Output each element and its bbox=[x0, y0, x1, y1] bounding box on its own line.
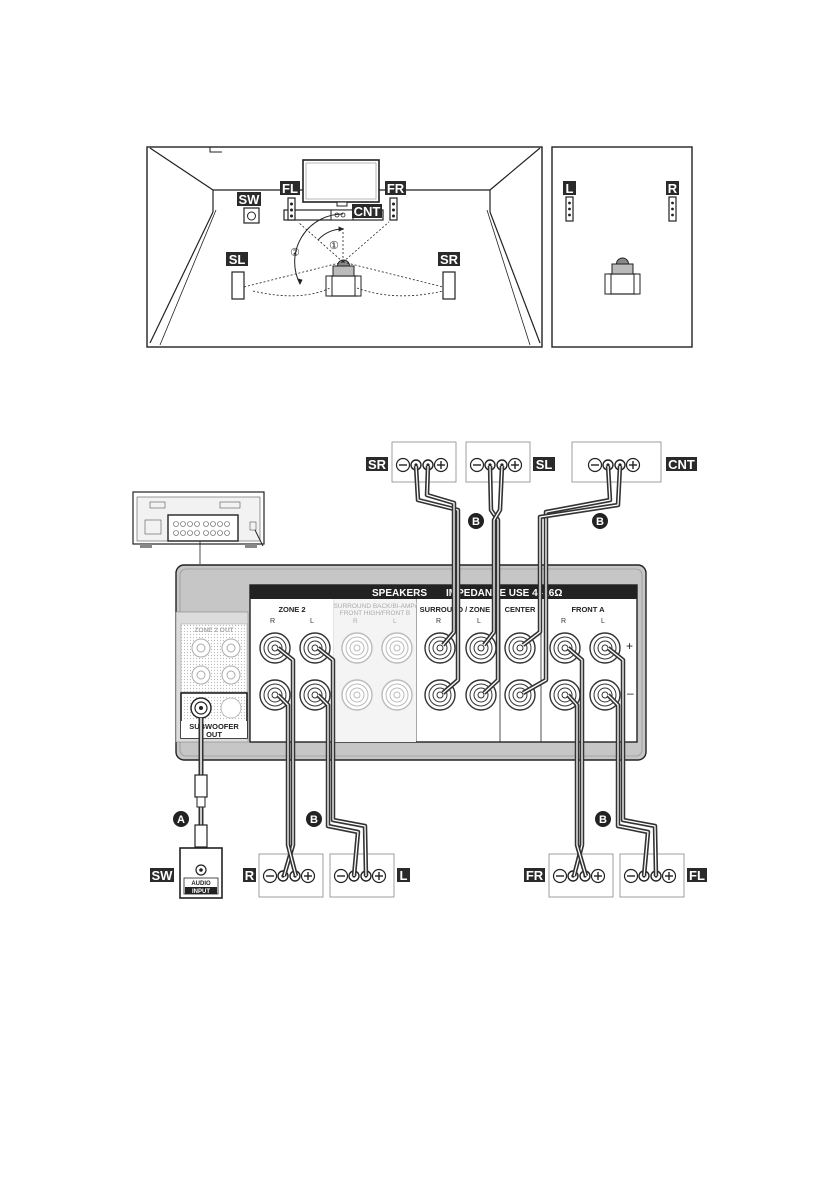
listener-chair-icon bbox=[325, 259, 362, 297]
zone2-out-label: ZONE 2 OUT bbox=[194, 627, 233, 634]
speaker-box-zone2-l bbox=[329, 853, 395, 898]
svg-text:A: A bbox=[177, 814, 185, 826]
speakers-header: SPEAKERS bbox=[372, 588, 427, 599]
plus-marker: + bbox=[626, 639, 633, 653]
front-high-label: FRONT HIGH/FRONT B bbox=[340, 610, 411, 617]
tag-zone2-l: L bbox=[397, 868, 410, 883]
svg-text:SW: SW bbox=[152, 868, 174, 883]
tv-icon bbox=[302, 159, 380, 207]
front-l-label: L bbox=[601, 618, 605, 625]
tag-fl-wiring: FL bbox=[687, 868, 707, 883]
tag-cnt: CNT bbox=[352, 204, 382, 219]
svg-text:FR: FR bbox=[526, 868, 544, 883]
audio-input-label-line2: INPUT bbox=[192, 889, 210, 895]
tag-fr: FR bbox=[385, 181, 406, 196]
svg-text:R: R bbox=[668, 181, 678, 196]
cable-label-b-zone2: B bbox=[306, 811, 322, 827]
right-speaker-icon bbox=[668, 196, 677, 222]
svg-text:SR: SR bbox=[440, 252, 459, 267]
left-speaker-icon bbox=[565, 196, 574, 222]
svg-text:CNT: CNT bbox=[668, 457, 695, 472]
speaker-box-fl bbox=[619, 853, 685, 898]
tag-sw-wiring: SW bbox=[150, 868, 174, 883]
speaker-box-cnt bbox=[571, 441, 662, 483]
svg-text:SL: SL bbox=[229, 252, 246, 267]
angle-guides bbox=[243, 213, 444, 297]
room-layout-2ch: L R bbox=[551, 146, 693, 348]
svg-text:B: B bbox=[472, 516, 480, 528]
minus-marker: – bbox=[627, 686, 634, 700]
svg-text:SW: SW bbox=[239, 192, 261, 207]
surround-right-speaker-icon bbox=[442, 271, 456, 300]
svg-text:B: B bbox=[599, 814, 607, 826]
room-layout-5-1: ① ② SW FL FR CNT SL SR bbox=[146, 146, 543, 348]
sb-l-label: L bbox=[393, 618, 397, 625]
center-label: CENTER bbox=[505, 605, 536, 614]
zone2-label: ZONE 2 bbox=[278, 605, 305, 614]
angle2-label: ② bbox=[290, 246, 300, 259]
subwoofer-out-label-line1: SUBWOOFER bbox=[189, 722, 239, 731]
svg-text:FR: FR bbox=[387, 181, 405, 196]
svg-text:CNT: CNT bbox=[354, 204, 381, 219]
listener-chair-icon bbox=[604, 257, 641, 295]
svg-text:L: L bbox=[400, 868, 408, 883]
tag-fr-wiring: FR bbox=[524, 868, 545, 883]
front-r-label: R bbox=[561, 618, 566, 625]
surround-left-speaker-icon bbox=[231, 271, 245, 300]
tag-fl: FL bbox=[280, 181, 300, 196]
receiver-rear-thumbnail bbox=[132, 491, 265, 564]
tag-sl-wiring: SL bbox=[533, 457, 555, 472]
svg-text:FL: FL bbox=[282, 181, 298, 196]
svg-text:FL: FL bbox=[689, 868, 705, 883]
surround-l-label: L bbox=[477, 618, 481, 625]
cable-label-b-front: B bbox=[595, 811, 611, 827]
cable-label-b-sr: B bbox=[468, 513, 484, 529]
tag-zone2-r: R bbox=[243, 868, 256, 883]
subwoofer-cable bbox=[194, 718, 208, 860]
front-a-label: FRONT A bbox=[571, 605, 605, 614]
speaker-box-sl bbox=[465, 441, 531, 483]
impedance-header: IMPEDANCE USE 4–16Ω bbox=[446, 588, 562, 599]
tag-cnt-wiring: CNT bbox=[666, 457, 697, 472]
zone2-l-label: L bbox=[310, 618, 314, 625]
audio-input-label-line1: AUDIO bbox=[191, 881, 211, 887]
zone2-r-label: R bbox=[270, 618, 275, 625]
tag-l: L bbox=[563, 181, 576, 196]
tag-sw: SW bbox=[237, 192, 261, 207]
front-right-speaker-icon bbox=[389, 197, 398, 221]
speaker-cables bbox=[276, 465, 659, 877]
subwoofer-input-box: AUDIO INPUT bbox=[179, 847, 223, 899]
svg-text:SR: SR bbox=[368, 457, 387, 472]
surround-back-label: SURROUND BACK/BI-AMP/ bbox=[333, 603, 416, 610]
svg-text:R: R bbox=[245, 868, 255, 883]
subwoofer-icon bbox=[243, 207, 260, 224]
subwoofer-out-label-line2: OUT bbox=[206, 730, 222, 739]
svg-text:B: B bbox=[596, 516, 604, 528]
tag-sr: SR bbox=[438, 252, 460, 267]
sb-r-label: R bbox=[353, 618, 358, 625]
svg-text:B: B bbox=[310, 814, 318, 826]
svg-text:SL: SL bbox=[536, 457, 553, 472]
tag-sr-wiring: SR bbox=[366, 457, 388, 472]
angle1-label: ① bbox=[329, 239, 339, 252]
tag-r: R bbox=[666, 181, 679, 196]
front-left-speaker-icon bbox=[287, 197, 296, 221]
cable-label-b-cnt: B bbox=[592, 513, 608, 529]
speaker-box-sr bbox=[391, 441, 457, 483]
svg-text:L: L bbox=[566, 181, 574, 196]
surround-r-label: R bbox=[436, 618, 441, 625]
tag-sl: SL bbox=[226, 252, 248, 267]
cable-label-a: A bbox=[173, 811, 189, 827]
